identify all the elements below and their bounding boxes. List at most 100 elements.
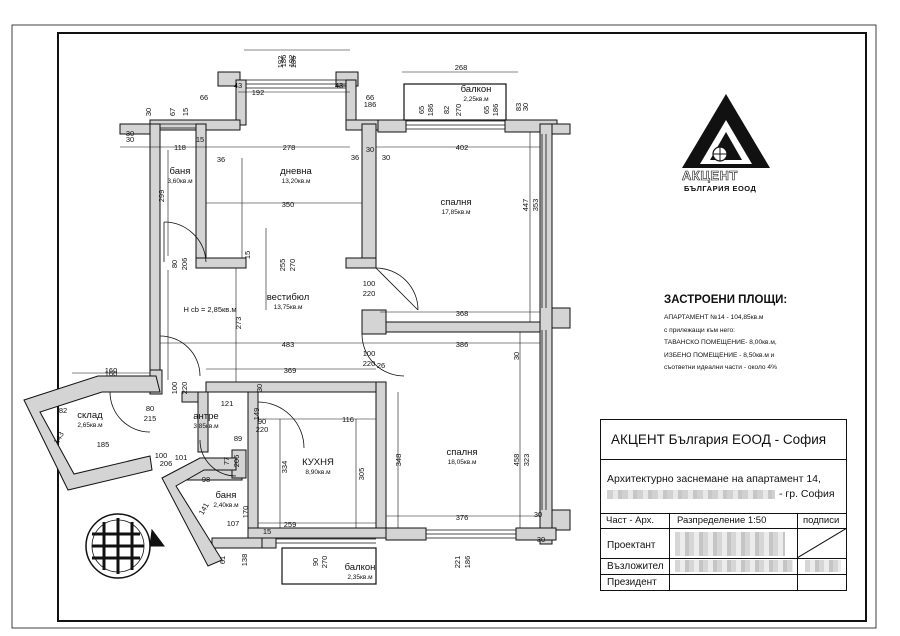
dimension-label: 30 xyxy=(537,535,545,544)
client-label: Възложител xyxy=(607,561,664,572)
project-line-2: - гр. София xyxy=(779,488,835,500)
redacted-signature xyxy=(805,560,841,572)
compass-symbol xyxy=(85,513,165,579)
dimension-label: 90 xyxy=(311,558,320,566)
dimension-label: 348 xyxy=(394,454,403,467)
dimension-label: 215 xyxy=(144,414,157,423)
balcony-top xyxy=(403,83,507,121)
bath2-walls xyxy=(161,457,237,567)
room-area-bath1: 3,60кв.м xyxy=(167,178,193,185)
divider-line xyxy=(797,514,798,590)
room-area-lobby: 3,85кв.м xyxy=(193,423,219,430)
dimension-label: 270 xyxy=(320,556,329,569)
dimension-label: 65 xyxy=(417,106,426,114)
title-block: АКЦЕНТ България ЕООД - София Архитектурн… xyxy=(600,419,847,591)
dimension-label: 206 xyxy=(232,455,241,468)
dimension-label: 82 xyxy=(59,406,67,415)
dimension-label: 458 xyxy=(512,454,521,467)
dimension-label: 376 xyxy=(456,513,469,522)
dimension-label: 100 xyxy=(155,451,168,460)
dimension-label: 278 xyxy=(283,143,296,152)
dimension-label: 368 xyxy=(456,309,469,318)
dimension-label: H cb = 2,85кв.м xyxy=(183,305,236,314)
dimension-label: 141 xyxy=(197,501,211,516)
divider-line xyxy=(669,514,670,590)
room-labels: баня3,60кв.мдневна13,20кв.мспалня17,85кв… xyxy=(77,84,491,581)
dimension-label: 66 xyxy=(366,93,374,102)
dimension-label: 66 xyxy=(200,93,208,102)
dimension-label: 30 xyxy=(255,384,264,392)
dimension-label: 170 xyxy=(241,506,250,519)
room-name-lobby: антре xyxy=(193,411,218,422)
dimension-label: 89 xyxy=(234,434,242,443)
storage-walls xyxy=(23,375,161,491)
inner-frame xyxy=(57,32,867,622)
room-name-storage: склад xyxy=(77,410,103,421)
dimension-label: 149 xyxy=(252,408,261,421)
dimension-label: 30 xyxy=(534,510,542,519)
dimension-label: 323 xyxy=(522,454,531,467)
dimension-lines xyxy=(72,49,540,528)
dimension-label: 350 xyxy=(282,200,295,209)
logo-name: АКЦЕНТ xyxy=(682,168,738,184)
divider-line xyxy=(601,574,846,575)
dimension-label: 186 xyxy=(364,100,377,109)
dimension-label: 220 xyxy=(256,425,269,434)
dimension-label: 43 xyxy=(234,81,242,90)
scale-label: Разпределение 1:50 xyxy=(677,515,767,526)
dimension-label: 100 xyxy=(363,279,376,288)
dimension-label: 98 xyxy=(202,475,210,484)
dimension-label: 369 xyxy=(284,366,297,375)
dimension-label: 138 xyxy=(240,554,249,567)
windows xyxy=(160,79,547,544)
dimension-label: 186 xyxy=(426,104,435,117)
dimension-label: 186 xyxy=(463,556,472,569)
dimension-label: 259 xyxy=(284,520,297,529)
dimension-label: 268 xyxy=(455,63,468,72)
part-scale-row: Част - Арх. Разпределение 1:50 подписи xyxy=(601,514,846,529)
dimension-label: 402 xyxy=(456,143,469,152)
dimension-label: 192 xyxy=(276,56,285,69)
project-description: Архитектурно заснемане на апартамент 14,… xyxy=(601,460,846,514)
dimension-label: 100 xyxy=(363,349,376,358)
dimension-label: 206 xyxy=(160,459,173,468)
dimension-label: 30 xyxy=(126,129,134,138)
company-name: АКЦЕНТ България ЕООД - София xyxy=(601,420,846,460)
room-name-balcony1: балкон xyxy=(461,84,492,95)
dimension-label: 118 xyxy=(174,143,186,152)
dimension-label: 30 xyxy=(126,135,134,144)
dimension-label: 90 xyxy=(258,417,266,426)
room-name-bath2: баня xyxy=(216,490,237,501)
area-line: ИЗБЕНО ПОМЕЩЕНИЕ - 8,50кв.м и xyxy=(664,351,775,359)
room-name-hall: вестибюл xyxy=(267,292,310,303)
dimension-label: 82 xyxy=(442,106,451,114)
divider-line xyxy=(601,558,846,559)
dimension-label: 65 xyxy=(482,106,491,114)
dimension-label: 273 xyxy=(234,317,243,330)
room-name-bedroom2: спалня xyxy=(446,447,477,458)
outer-frame xyxy=(11,24,877,629)
dimension-label: 26 xyxy=(377,361,385,370)
room-area-bedroom1: 17,85кв.м xyxy=(442,209,471,216)
room-area-balcony2: 2,35кв.м xyxy=(347,574,373,581)
dimension-label: 221 xyxy=(453,556,462,569)
room-name-bedroom1: спалня xyxy=(440,197,471,208)
signatures-label: подписи xyxy=(803,515,840,526)
dimension-label: 15 xyxy=(243,251,252,259)
dimension-label: 36 xyxy=(351,153,359,162)
dimension-label: 30 xyxy=(366,145,374,154)
president-label: Президент xyxy=(607,577,657,588)
area-summary-lines: АПАРТАМЕНТ №14 - 104,85кв.м с прилежащи … xyxy=(664,312,777,375)
balcony-bottom xyxy=(281,547,377,585)
dimension-label: 15 xyxy=(263,527,271,536)
dimension-label: 77 xyxy=(222,457,231,465)
door-swings xyxy=(109,221,419,477)
room-name-living: дневна xyxy=(280,166,312,177)
area-line: с прилежащи към него: xyxy=(664,326,735,334)
room-area-hall: 13,75кв.м xyxy=(274,304,303,311)
dimension-label: 220 xyxy=(363,289,376,298)
dimension-label: 334 xyxy=(280,461,289,474)
dimension-label: 160 xyxy=(105,369,118,378)
